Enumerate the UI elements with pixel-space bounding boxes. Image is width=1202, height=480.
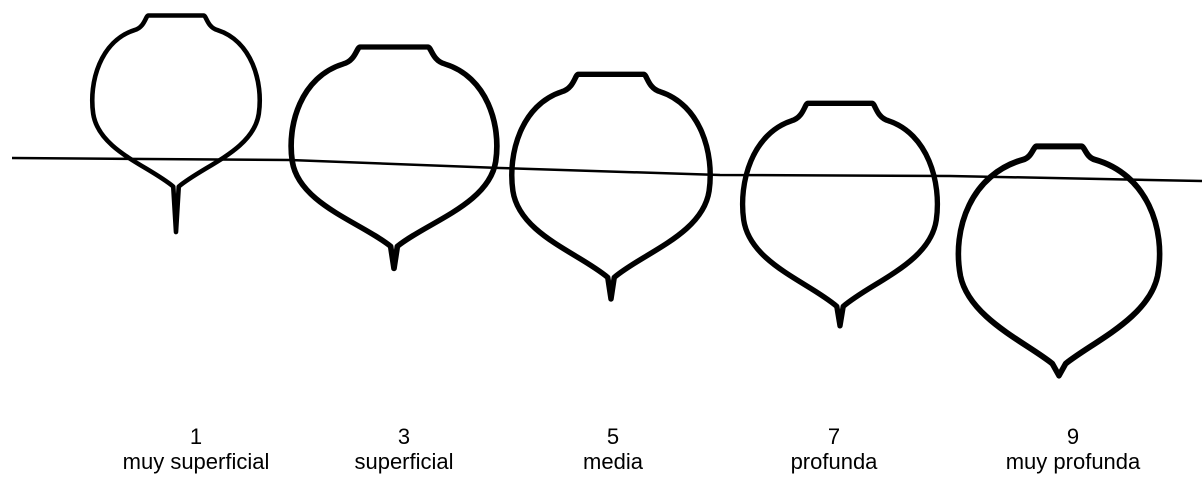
stage-number-3: 3	[284, 424, 524, 449]
stage-label-7: profunda	[714, 449, 954, 474]
stage-label-5: media	[493, 449, 733, 474]
stage-number-7: 7	[714, 424, 954, 449]
root-outline-5	[512, 74, 710, 299]
stage-label-1: muy superficial	[76, 449, 316, 474]
stage-label-3: superficial	[284, 449, 524, 474]
root-outline-7	[743, 103, 938, 325]
stage-caption-5: 5 media	[493, 424, 733, 474]
root-outline-9	[958, 146, 1159, 375]
stage-number-1: 1	[76, 424, 316, 449]
stage-number-5: 5	[493, 424, 733, 449]
stage-label-9: muy profunda	[953, 449, 1193, 474]
root-shape-7	[743, 103, 938, 325]
root-shape-3	[291, 47, 497, 269]
stage-caption-9: 9 muy profunda	[953, 424, 1193, 474]
root-shape-1	[92, 15, 259, 232]
stage-caption-1: 1 muy superficial	[76, 424, 316, 474]
root-shape-5	[512, 74, 710, 299]
root-outline-3	[291, 47, 497, 269]
root-outline-1	[92, 15, 259, 232]
stage-number-9: 9	[953, 424, 1193, 449]
stage-caption-3: 3 superficial	[284, 424, 524, 474]
stage-caption-7: 7 profunda	[714, 424, 954, 474]
root-shape-9	[958, 146, 1159, 375]
